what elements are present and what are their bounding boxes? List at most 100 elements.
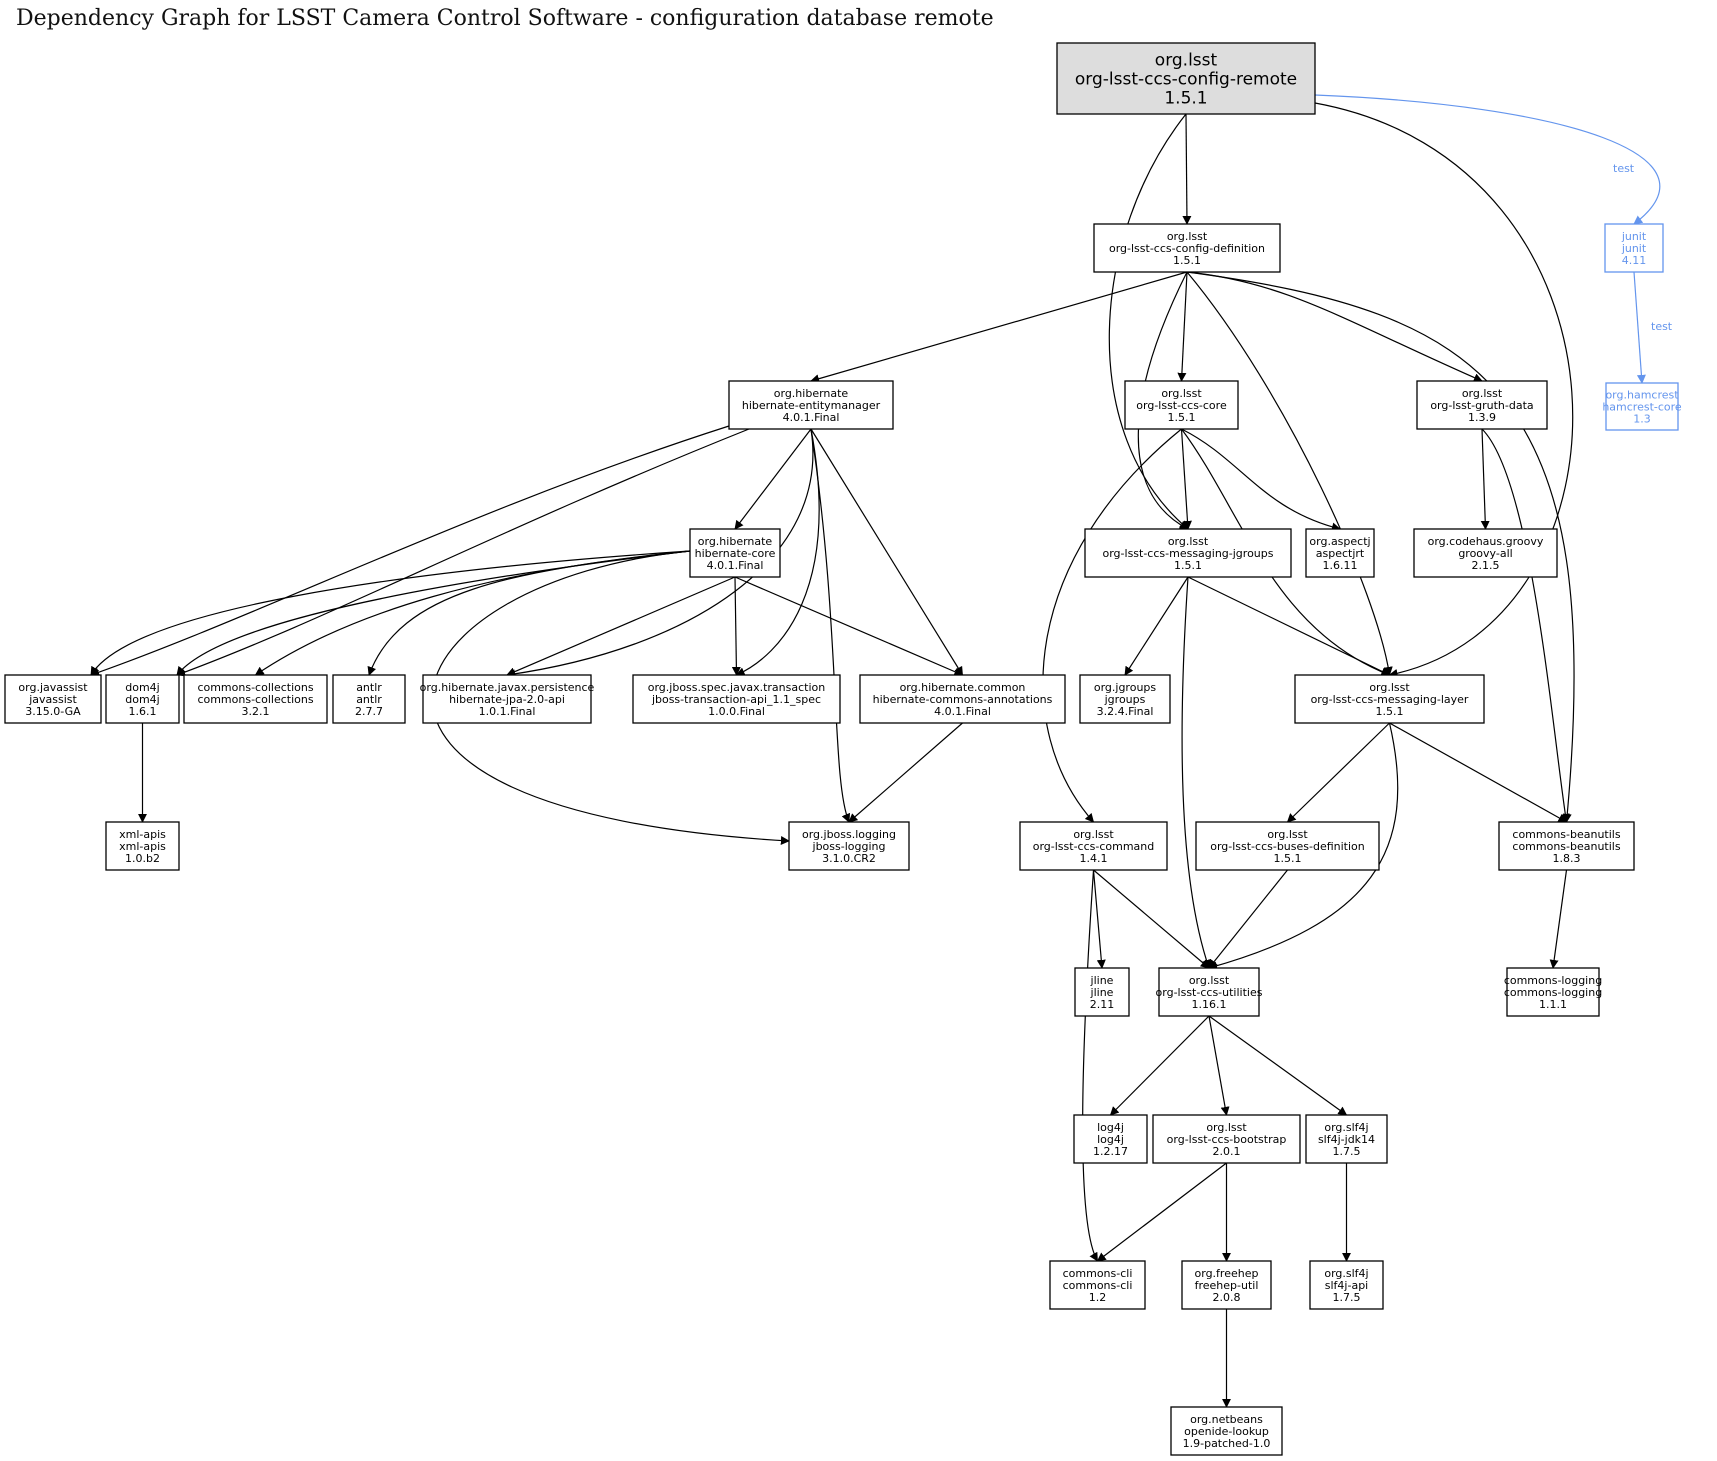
dependency-edge <box>1181 576 1211 969</box>
node-group-label: org.lsst <box>1462 387 1503 400</box>
node-version-label: 1.5.1 <box>1274 852 1302 865</box>
dependency-node-commons-collections[interactable]: commons-collectionscommons-collections3.… <box>183 674 328 724</box>
dependency-node-jpa-api[interactable]: org.hibernate.javax.persistencehibernate… <box>420 674 595 724</box>
dependency-edge <box>1480 428 1490 530</box>
dependency-edge <box>1124 576 1189 676</box>
node-artifact-label: org-lsst-ccs-core <box>1136 399 1227 412</box>
node-box <box>1498 821 1635 871</box>
node-group-label: org.lsst <box>1369 681 1410 694</box>
node-box <box>1152 1114 1301 1164</box>
node-group-label: org.hibernate <box>774 387 849 400</box>
node-artifact-label: hibernate-commons-annotations <box>873 693 1053 706</box>
node-box <box>183 674 328 724</box>
node-artifact-label: commons-logging <box>1504 986 1602 999</box>
dependency-edge <box>176 428 750 677</box>
dependency-edge <box>1177 271 1188 382</box>
node-group-label: xml-apis <box>119 828 166 841</box>
node-group-label: log4j <box>1097 1121 1124 1134</box>
node-version-label: 1.9-patched-1.0 <box>1183 1437 1271 1450</box>
node-artifact-label: antlr <box>356 693 382 706</box>
node-box <box>4 674 102 724</box>
node-group-label: org.lsst <box>1155 51 1218 71</box>
node-version-label: 3.2.1 <box>242 705 270 718</box>
dependency-node-jboss-transaction[interactable]: org.jboss.spec.javax.transactionjboss-tr… <box>632 674 841 724</box>
dependency-node-commons-annotations[interactable]: org.hibernate.commonhibernate-commons-an… <box>859 674 1066 724</box>
dependency-edge <box>1208 869 1288 969</box>
node-box <box>105 674 180 724</box>
node-artifact-label: jboss-logging <box>812 840 886 853</box>
graph-title: Dependency Graph for LSST Camera Control… <box>16 6 994 31</box>
dependency-edge <box>367 550 691 676</box>
dependency-edge <box>734 576 964 676</box>
node-version-label: 2.0.8 <box>1213 1291 1241 1304</box>
dependency-node-messaging-jgroups[interactable]: org.lsstorg-lsst-ccs-messaging-jgroups1.… <box>1084 528 1292 578</box>
node-group-label: org.lsst <box>1168 535 1209 548</box>
node-version-label: 1.0.1.Final <box>479 705 536 718</box>
node-group-label: org.hamcrest <box>1605 389 1679 402</box>
node-version-label: 2.7.7 <box>355 705 383 718</box>
node-artifact-label: org-lsst-ccs-messaging-jgroups <box>1103 547 1274 560</box>
dependency-node-entitymanager[interactable]: org.hibernatehibernate-entitymanager4.0.… <box>728 380 894 430</box>
node-group-label: org.freehep <box>1195 1267 1259 1280</box>
node-artifact-label: freehep-util <box>1195 1279 1259 1292</box>
node-version-label: 1.1.1 <box>1539 998 1567 1011</box>
dependency-node-buses-definition[interactable]: org.lsstorg-lsst-ccs-buses-definition1.5… <box>1195 821 1380 871</box>
dependency-edge <box>1108 113 1189 530</box>
node-artifact-label: hibernate-entitymanager <box>742 399 881 412</box>
dependency-edge <box>734 428 812 530</box>
dependency-edge <box>1082 869 1099 1262</box>
dependency-edge <box>1186 271 1483 382</box>
node-artifact-label: hibernate-core <box>695 547 776 560</box>
node-group-label: org.lsst <box>1206 1121 1247 1134</box>
node-group-label: org.netbeans <box>1190 1413 1263 1426</box>
dependency-node-openide-lookup[interactable]: org.netbeansopenide-lookup1.9-patched-1.… <box>1170 1406 1283 1456</box>
node-box <box>1604 223 1664 273</box>
node-version-label: 1.0.0.Final <box>708 705 765 718</box>
dependency-edge <box>1187 576 1391 676</box>
edge-label-test: test <box>1651 320 1673 333</box>
node-artifact-label: org-lsst-ccs-command <box>1033 840 1155 853</box>
dependency-node-messaging-layer[interactable]: org.lsstorg-lsst-ccs-messaging-layer1.5.… <box>1294 674 1485 724</box>
node-version-label: 2.1.5 <box>1472 559 1500 572</box>
node-group-label: org.hibernate <box>698 535 773 548</box>
node-group-label: org.lsst <box>1167 230 1208 243</box>
node-version-label: 2.11 <box>1090 998 1115 1011</box>
node-box <box>1506 967 1600 1017</box>
node-group-label: org.lsst <box>1161 387 1202 400</box>
node-version-label: 1.5.1 <box>1164 89 1207 109</box>
dependency-node-config-definition[interactable]: org.lsstorg-lsst-ccs-config-definition1.… <box>1093 223 1281 273</box>
node-box <box>728 380 894 430</box>
node-box <box>105 821 180 871</box>
node-version-label: 1.5.1 <box>1174 559 1202 572</box>
dependency-edge <box>1286 722 1390 823</box>
dependency-edge <box>810 428 851 823</box>
dependency-edge <box>90 550 691 676</box>
